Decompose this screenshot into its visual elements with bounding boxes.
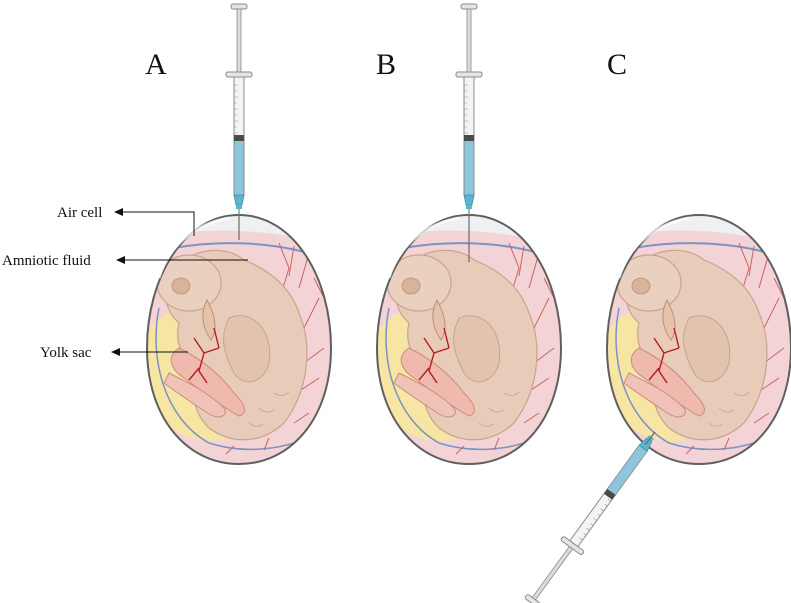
amniotic-fluid-arrowhead [116, 256, 125, 264]
egg-illustration-a [139, 208, 339, 478]
yolk-sac-arrowhead [111, 348, 120, 356]
air-cell-arrowhead [114, 208, 123, 216]
panel-label-b: B [376, 48, 396, 81]
syringe-c [519, 423, 667, 603]
yolk-sac-label: Yolk sac [40, 345, 92, 361]
air-cell-label: Air cell [57, 205, 102, 221]
egg-illustration-c [599, 208, 791, 478]
amniotic-fluid-label: Amniotic fluid [2, 253, 91, 269]
syringe-a [225, 3, 253, 216]
panel-label-c: C [607, 48, 627, 81]
panel-label-a: A [145, 48, 167, 81]
air-cell-arrow [121, 211, 195, 236]
needle-c [644, 431, 656, 446]
syringe-b [455, 3, 483, 216]
